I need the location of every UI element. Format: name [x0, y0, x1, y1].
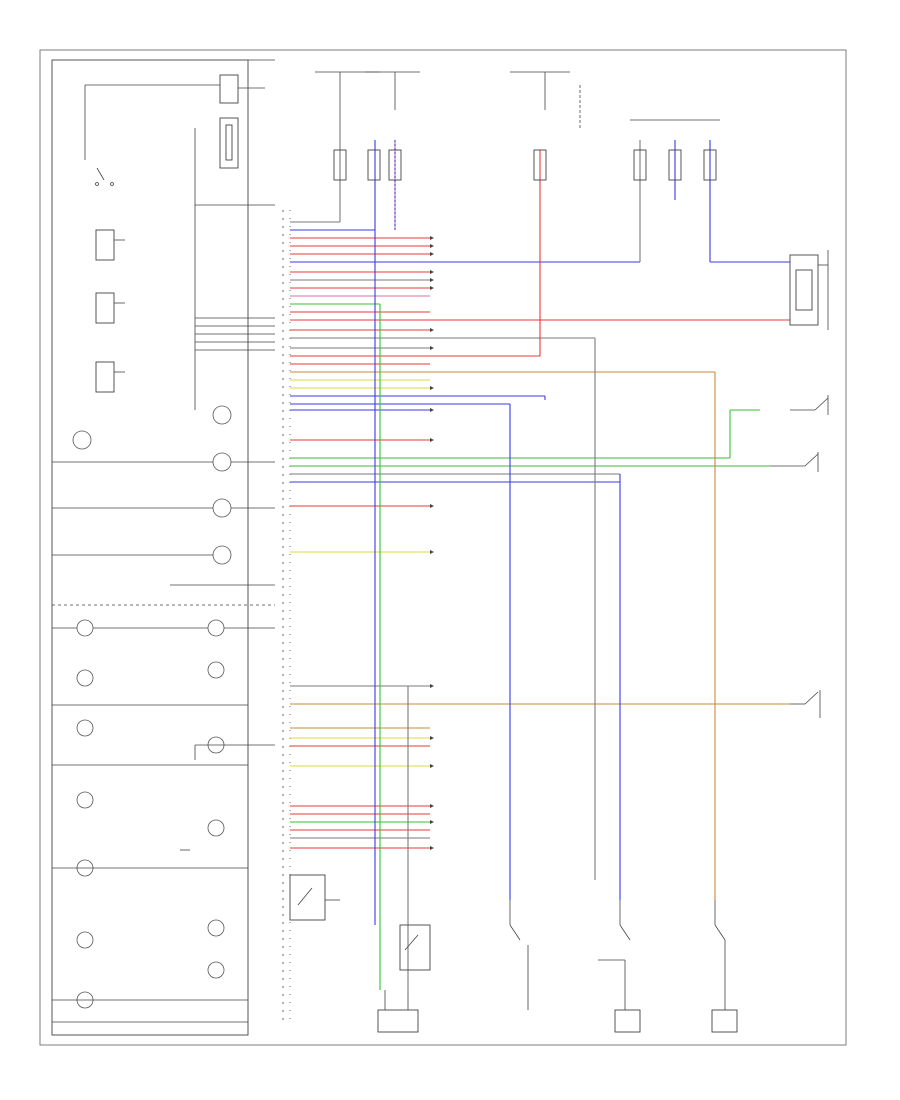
lamp-icon [76, 791, 94, 809]
ground-icon [614, 1009, 641, 1033]
lamp-icon [212, 452, 232, 472]
fuel-level-sender [399, 924, 431, 971]
connector-icon [668, 149, 682, 181]
lamp-icon [212, 545, 232, 565]
lamp-icon [207, 661, 225, 679]
lamp-icon [76, 669, 94, 687]
diagram-frame [39, 49, 847, 1046]
lamp-icon [207, 619, 225, 637]
lamp-icon [207, 919, 225, 937]
bottom-modules [289, 874, 738, 1033]
fuel-gauge [219, 117, 239, 169]
lamp-icon [72, 430, 92, 450]
wire-harness [290, 110, 790, 990]
switch-icon [790, 395, 829, 415]
gauge-module-3 [95, 361, 115, 393]
connector-icon [388, 149, 402, 181]
connector-icon [703, 149, 717, 181]
gauge-module-1 [95, 229, 115, 261]
switch-icon [95, 167, 114, 186]
fuel-gauge-sender [219, 74, 239, 104]
dimmer-module [789, 254, 819, 326]
wire-terminals [430, 236, 434, 850]
seat-belt-switch [289, 874, 326, 921]
connector-icon [633, 149, 647, 181]
lamp-icon [76, 719, 94, 737]
gauge-module-2 [95, 292, 115, 324]
switch-icon [598, 900, 631, 961]
lamp-icon [207, 961, 225, 979]
lamp-icon [207, 819, 225, 837]
right-sensors [770, 250, 829, 718]
connector-icon [533, 149, 547, 181]
lamp-icon [76, 619, 94, 637]
lamp-icon [76, 931, 94, 949]
lamp-icon [212, 498, 232, 518]
ground-icon [711, 1009, 738, 1033]
connector-icon [367, 149, 381, 181]
switch-icon [714, 900, 726, 941]
switch-icon [790, 690, 821, 718]
center-connector [282, 210, 291, 1020]
switch-icon [770, 452, 819, 472]
instrument-cluster [51, 59, 275, 1036]
top-power-feeds [315, 71, 720, 181]
ground-icon [377, 1009, 419, 1033]
instrument-cluster-box [51, 59, 249, 1036]
lamp-icon [212, 405, 232, 425]
connector-icon [333, 149, 347, 181]
switch-icon [509, 900, 529, 990]
